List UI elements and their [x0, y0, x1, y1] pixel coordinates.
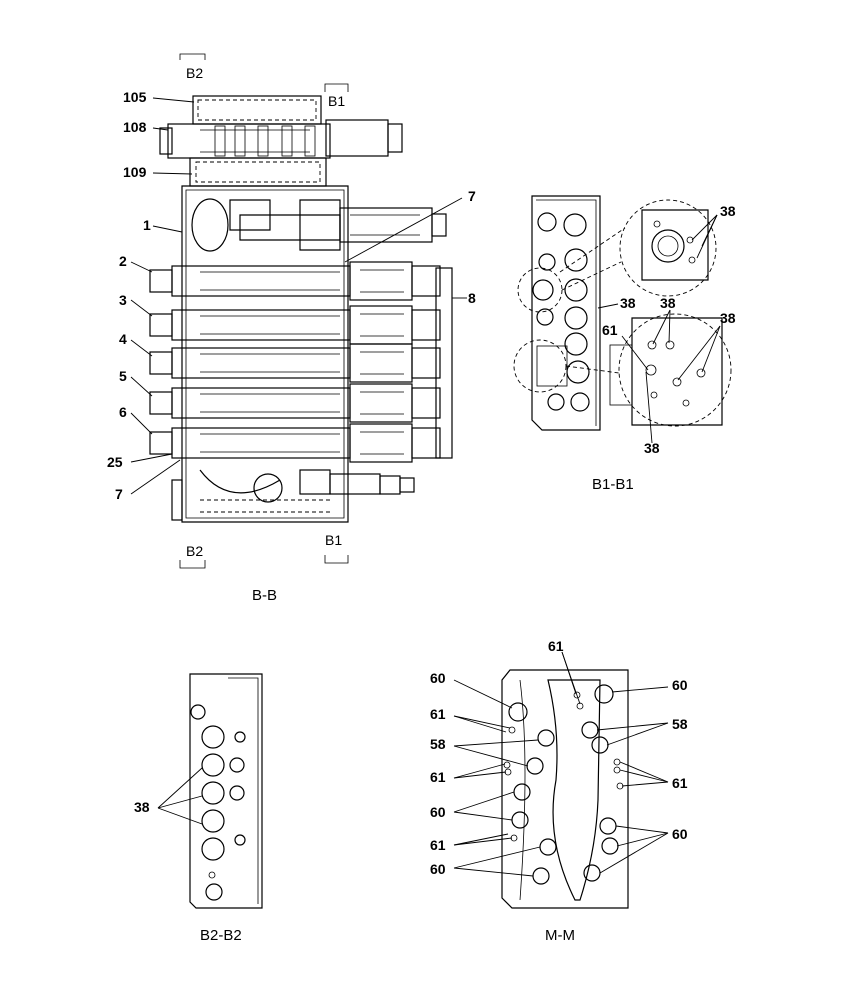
callout-label: 61	[430, 706, 446, 722]
callout-label: 108	[123, 119, 147, 135]
section-label: B1	[328, 93, 345, 109]
callout-label: 61	[548, 638, 564, 654]
view-bb: B2 B1 B2 B1	[107, 53, 476, 604]
callout-label: 58	[672, 716, 688, 732]
callout-label: 61	[430, 769, 446, 785]
spool-row	[149, 423, 441, 463]
section-marker-b1-bottom: B1	[324, 532, 349, 564]
spool-108	[159, 119, 403, 159]
callout-label: 105	[123, 89, 147, 105]
callout-label: 60	[430, 804, 446, 820]
b1-body	[531, 195, 601, 431]
view-caption: B-B	[252, 587, 277, 604]
leaders-mm	[453, 651, 669, 877]
callout-label: 60	[430, 861, 446, 877]
callout-label: 38	[134, 799, 150, 815]
callout-label: 7	[115, 486, 123, 502]
detail-circle-upper	[619, 199, 717, 297]
detail-circle-lower	[618, 313, 732, 427]
callout-label: 3	[119, 292, 127, 308]
callout-label: 25	[107, 454, 123, 470]
callouts-bb: 105 108 109 1 2 3 4 5 6 25 7 7 8	[107, 89, 476, 502]
spool-row	[149, 305, 441, 345]
callout-label: 7	[468, 188, 476, 204]
spool-rows	[149, 261, 441, 463]
spool-row	[149, 261, 441, 301]
callout-label: 60	[672, 677, 688, 693]
callout-label: 2	[119, 253, 127, 269]
callouts-b1b1: 38 38 38 38 61 38	[602, 203, 736, 456]
relief-valve-body	[239, 214, 341, 241]
callout-label: 38	[644, 440, 660, 456]
leaders-b2b2	[157, 767, 203, 825]
callout-label: 38	[720, 310, 736, 326]
b2-body	[189, 673, 263, 909]
callout-label: 61	[602, 322, 618, 338]
callout-label: 61	[672, 775, 688, 791]
callout-label: 109	[123, 164, 147, 180]
main-housing	[181, 185, 349, 523]
view-caption: B2-B2	[200, 927, 242, 944]
callout-label: 60	[430, 670, 446, 686]
callout-label: 5	[119, 368, 127, 384]
section-label: B1	[325, 532, 342, 548]
callout-label: 8	[468, 290, 476, 306]
callout-label: 38	[620, 295, 636, 311]
view-caption: M-M	[545, 927, 575, 944]
section-label: B2	[186, 543, 203, 559]
leaders-b1b1	[597, 214, 721, 444]
leaders-bb	[130, 97, 467, 495]
callout-label: 58	[430, 736, 446, 752]
callout-label: 1	[143, 217, 151, 233]
section-marker-b2-bottom: B2	[179, 543, 206, 569]
spool-row	[149, 383, 441, 423]
section-marker-b1-top: B1	[324, 83, 349, 109]
side-plate	[435, 267, 453, 459]
view-b1b1: 38 38 38 38 61 38 B1-B1	[513, 195, 736, 493]
callout-label: 61	[430, 837, 446, 853]
section-marker-b2-top: B2	[179, 53, 206, 81]
callout-label: 38	[660, 295, 676, 311]
callouts-mm: 61 60 60 61 58 58 61 61 60 61 60 60	[430, 638, 688, 877]
view-mm: 61 60 60 61 58 58 61 61 60 61 60 60 M-M	[430, 638, 688, 944]
callout-label: 4	[119, 331, 127, 347]
spool-row	[149, 343, 441, 383]
callout-label: 38	[720, 203, 736, 219]
mm-plate	[501, 669, 629, 909]
callout-label: 6	[119, 404, 127, 420]
section-label: B2	[186, 65, 203, 81]
view-b2b2: 38 B2-B2	[134, 673, 263, 944]
view-caption: B1-B1	[592, 476, 634, 493]
callout-label: 60	[672, 826, 688, 842]
